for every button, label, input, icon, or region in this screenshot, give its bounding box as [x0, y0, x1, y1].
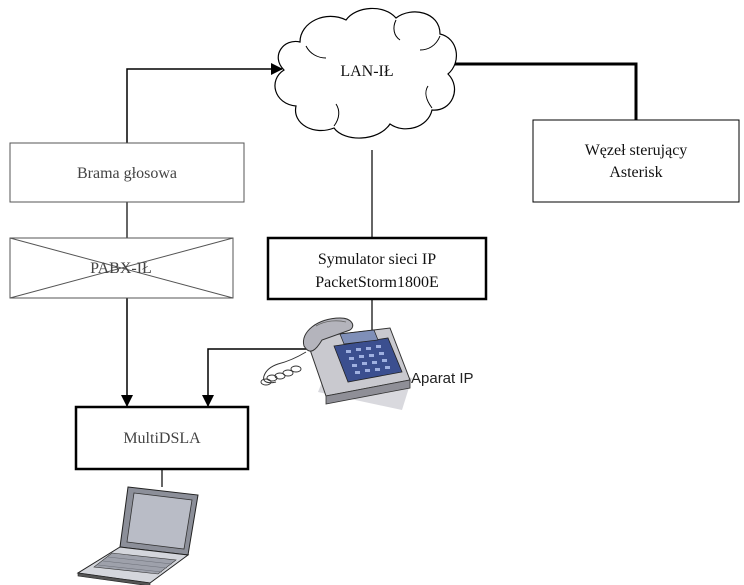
controller-node: Węzeł sterujący Asterisk [532, 119, 740, 203]
lan-label: LAN-IŁ [340, 63, 393, 80]
connector-lan-controller [440, 62, 638, 120]
simulator-label-line2: PacketStorm1800E [315, 274, 439, 291]
multidsla-node: MultiDSLA [74, 405, 250, 471]
multidsla-label: MultiDSLA [123, 430, 201, 447]
simulator-box [266, 236, 488, 301]
gateway-label: Brama głosowa [77, 165, 177, 182]
gateway-box [9, 142, 245, 203]
connector-gateway-lan [126, 63, 283, 143]
ip-phone-label: Aparat IP [411, 370, 474, 387]
connector-phone-multidsla [202, 348, 318, 407]
laptop-icon [76, 486, 199, 585]
cloud-shape [274, 7, 457, 139]
simulator-label-line1: Symulator sieci IP [318, 251, 436, 268]
ip-phone-icon [260, 317, 412, 410]
pabx-node: PABX-IŁ [9, 237, 234, 299]
controller-label-line1: Węzeł sterujący [585, 142, 688, 159]
simulator-node: Symulator sieci IP PacketStorm1800E [266, 236, 488, 301]
controller-label-line2: Asterisk [609, 164, 662, 181]
gateway-node: Brama głosowa [9, 142, 245, 203]
lan-cloud: LAN-IŁ [274, 7, 457, 139]
pabx-label: PABX-IŁ [90, 260, 152, 277]
controller-box [532, 119, 740, 203]
connectors [121, 62, 638, 487]
multidsla-box [74, 405, 250, 471]
